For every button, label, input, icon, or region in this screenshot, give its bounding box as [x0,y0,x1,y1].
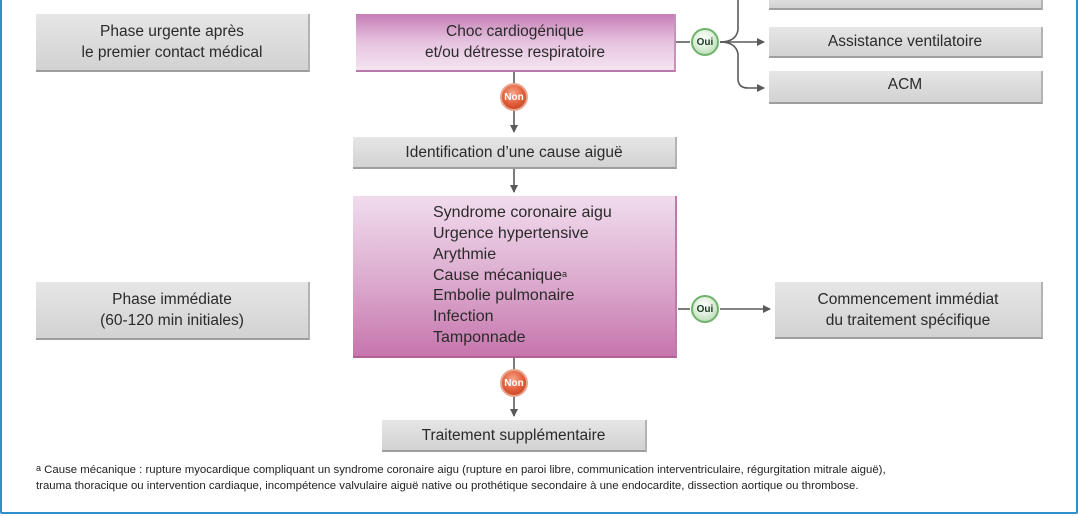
specific-line2: du traitement spécifique [825,311,991,329]
cause-item-mechanical-label: Cause mécanique [433,266,562,284]
phase-immediate-line2: (60-120 min initiales) [100,312,244,329]
supplementary-box: Traitement supplémentaire [382,420,647,452]
causes-list: Syndrome coronaire aigu Urgence hyperten… [353,203,612,349]
no-badge-causes: Non [500,369,528,397]
cause-item: Embolie pulmonaire [433,287,575,305]
no-badge-label: Non [504,91,524,103]
supplementary-label: Traitement supplémentaire [421,426,606,444]
acm-label: ACM [887,76,923,93]
footnote-line1-text: Cause mécanique : rupture myocardique co… [41,464,886,476]
footnote: a Cause mécanique : rupture myocardique … [36,462,1066,494]
phase-immediate-line1: Phase immédiate [112,291,232,308]
phase-urgent-box: Phase urgente après le premier contact m… [36,14,310,72]
ventilation-box: Assistance ventilatoire [769,27,1043,58]
no-badge-shock: Non [500,83,528,111]
shock-line2: et/ou détresse respiratoire [424,44,606,61]
identification-box: Identification d’une cause aiguë [353,137,677,169]
cause-item: Arythmie [433,245,497,263]
yes-badge-causes: Oui [691,295,719,323]
connector-yes-top [719,0,739,43]
footnote-marker: a [561,268,567,279]
connector-yes-acm [719,41,765,92]
shock-line1: Choc cardiogénique [446,23,584,40]
ventilation-label: Assistance ventilatoire [827,33,983,50]
top-cut-box [769,0,1043,10]
shock-box: Choc cardiogénique et/ou détresse respir… [356,14,676,72]
identification-label: Identification d’une cause aiguë [405,143,623,161]
yes-badge-label: Oui [696,303,714,315]
footnote-line2: trauma thoracique ou intervention cardia… [36,480,859,492]
phase-urgent-line2: le premier contact médical [81,44,263,61]
cause-item-mechanical: Cause mécaniquea [433,266,612,287]
footnote-marker: a [36,463,42,473]
cause-item: Syndrome coronaire aigu [433,204,612,222]
specific-treatment-box: Commencement immédiat du traitement spéc… [775,282,1043,339]
cause-item: Urgence hypertensive [433,225,589,242]
specific-line1: Commencement immédiat [817,290,999,308]
causes-box: Syndrome coronaire aigu Urgence hyperten… [353,196,677,358]
phase-urgent-line1: Phase urgente après [100,23,244,40]
cause-item: Tamponnade [433,328,526,346]
yes-badge-label: Oui [696,36,714,48]
yes-badge-shock: Oui [691,28,719,56]
phase-immediate-box: Phase immédiate (60-120 min initiales) [36,282,310,340]
no-badge-label: Non [504,377,524,389]
cause-item: Infection [433,308,494,326]
acm-box: ACM [769,71,1043,104]
footnote-line1: a Cause mécanique : rupture myocardique … [36,462,1066,478]
